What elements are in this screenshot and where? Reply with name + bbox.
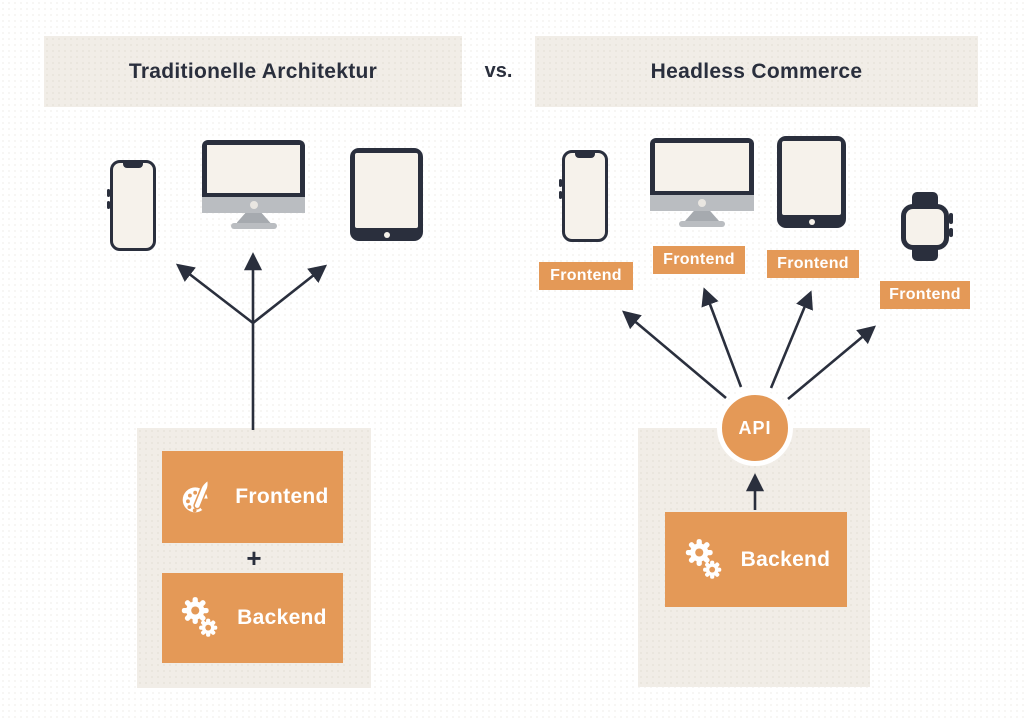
api-circle: API — [717, 390, 793, 466]
tablet-home-button — [383, 232, 390, 238]
tablet-icon — [777, 136, 846, 228]
gears-icon — [685, 538, 721, 579]
phone-side-button — [559, 179, 562, 187]
monitor-stand — [236, 213, 271, 223]
smartwatch-icon — [901, 192, 953, 261]
monitor-camera-dot — [249, 201, 258, 209]
phone-side-button — [107, 189, 110, 197]
right-arrow-to-phone-frontend — [622, 310, 727, 399]
watch-crown — [949, 213, 953, 224]
left-arrow-to-tablet — [252, 264, 328, 325]
desktop-monitor-icon — [650, 138, 754, 227]
tablet-home-button — [808, 219, 815, 225]
plus-sign: + — [246, 542, 262, 573]
monitor-screen — [202, 140, 305, 197]
monitor-screen — [650, 138, 754, 195]
gears-icon — [182, 597, 218, 637]
tablet-icon — [350, 148, 423, 241]
paint-palette-icon — [183, 478, 213, 513]
phone-notch — [575, 152, 595, 158]
monitor-stand — [685, 211, 719, 221]
monitor-display — [655, 143, 749, 191]
backend-box-label: Backend — [237, 606, 327, 629]
monitor-base — [679, 221, 725, 227]
vs-label: vs. — [484, 60, 513, 82]
monitor-chin — [650, 195, 754, 211]
api-label: API — [738, 417, 772, 438]
left-arrow-to-phone — [175, 263, 254, 325]
backend-box: Backend — [665, 512, 847, 607]
backend-box: Backend — [162, 573, 343, 663]
watch-strap — [912, 248, 938, 261]
left-panel-title: Traditionelle Architektur — [44, 36, 462, 107]
backend-box-label: Backend — [740, 547, 831, 571]
watch-body — [901, 204, 953, 250]
phone-side-button — [107, 201, 110, 209]
watch-screen — [906, 209, 944, 245]
right-arrow-to-monitor-frontend — [701, 287, 743, 388]
watch-side-button — [949, 228, 953, 237]
frontend-box-label: Frontend — [235, 485, 329, 508]
desktop-monitor-icon — [202, 140, 305, 229]
smartphone-icon — [559, 150, 608, 242]
smartphone-icon — [107, 160, 156, 251]
monitor-camera-dot — [698, 199, 706, 207]
phone-side-button — [559, 191, 562, 199]
frontend-label-tablet: Frontend — [767, 250, 859, 278]
frontend-label-monitor: Frontend — [653, 246, 745, 274]
monitor-base — [230, 223, 277, 229]
right-arrow-to-tablet-frontend — [769, 290, 813, 389]
frontend-box: Frontend — [162, 451, 343, 543]
frontend-label-watch: Frontend — [880, 281, 970, 309]
right-arrow-to-watch-frontend — [787, 325, 876, 400]
watch-strap — [912, 192, 938, 206]
phone-notch — [123, 162, 143, 168]
tablet-screen — [355, 153, 418, 228]
frontend-label-smartphone: Frontend — [539, 262, 633, 290]
right-panel-title: Headless Commerce — [535, 36, 978, 107]
tablet-screen — [782, 141, 841, 215]
monitor-display — [207, 145, 300, 193]
monitor-chin — [202, 197, 305, 213]
